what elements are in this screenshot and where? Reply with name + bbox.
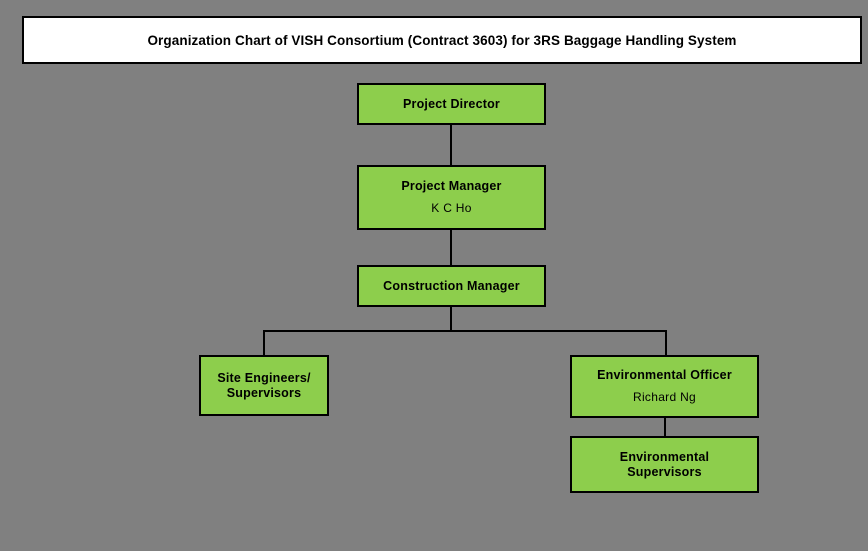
node-project-manager-person: K C Ho [431,201,472,215]
connector-env-officer-to-env-supervisors [664,418,666,436]
node-construction-manager[interactable]: Construction Manager [357,265,546,307]
node-site-engineers-supervisors[interactable]: Site Engineers/ Supervisors [199,355,329,416]
connector-bus-to-site-engineers [263,330,265,355]
node-environmental-officer-role: Environmental Officer [597,368,732,382]
connector-director-to-manager [450,125,452,165]
connector-construction-to-bus [450,307,452,332]
chart-title-text: Organization Chart of VISH Consortium (C… [147,32,737,48]
connector-horizontal-bus [263,330,667,332]
node-site-engineers-role: Site Engineers/ Supervisors [217,370,311,400]
connector-manager-to-construction [450,230,452,265]
node-construction-manager-role: Construction Manager [383,278,520,293]
node-project-manager[interactable]: Project Manager K C Ho [357,165,546,230]
node-environmental-officer[interactable]: Environmental Officer Richard Ng [570,355,759,418]
node-environmental-officer-person: Richard Ng [632,390,697,404]
node-project-manager-role: Project Manager [401,179,502,193]
node-project-director-role: Project Director [403,96,500,111]
node-environmental-supervisors[interactable]: Environmental Supervisors [570,436,759,493]
node-project-director[interactable]: Project Director [357,83,546,125]
chart-title-box: Organization Chart of VISH Consortium (C… [22,16,862,64]
connector-bus-to-environmental-officer [665,330,667,355]
node-environmental-supervisors-role: Environmental Supervisors [619,449,710,479]
